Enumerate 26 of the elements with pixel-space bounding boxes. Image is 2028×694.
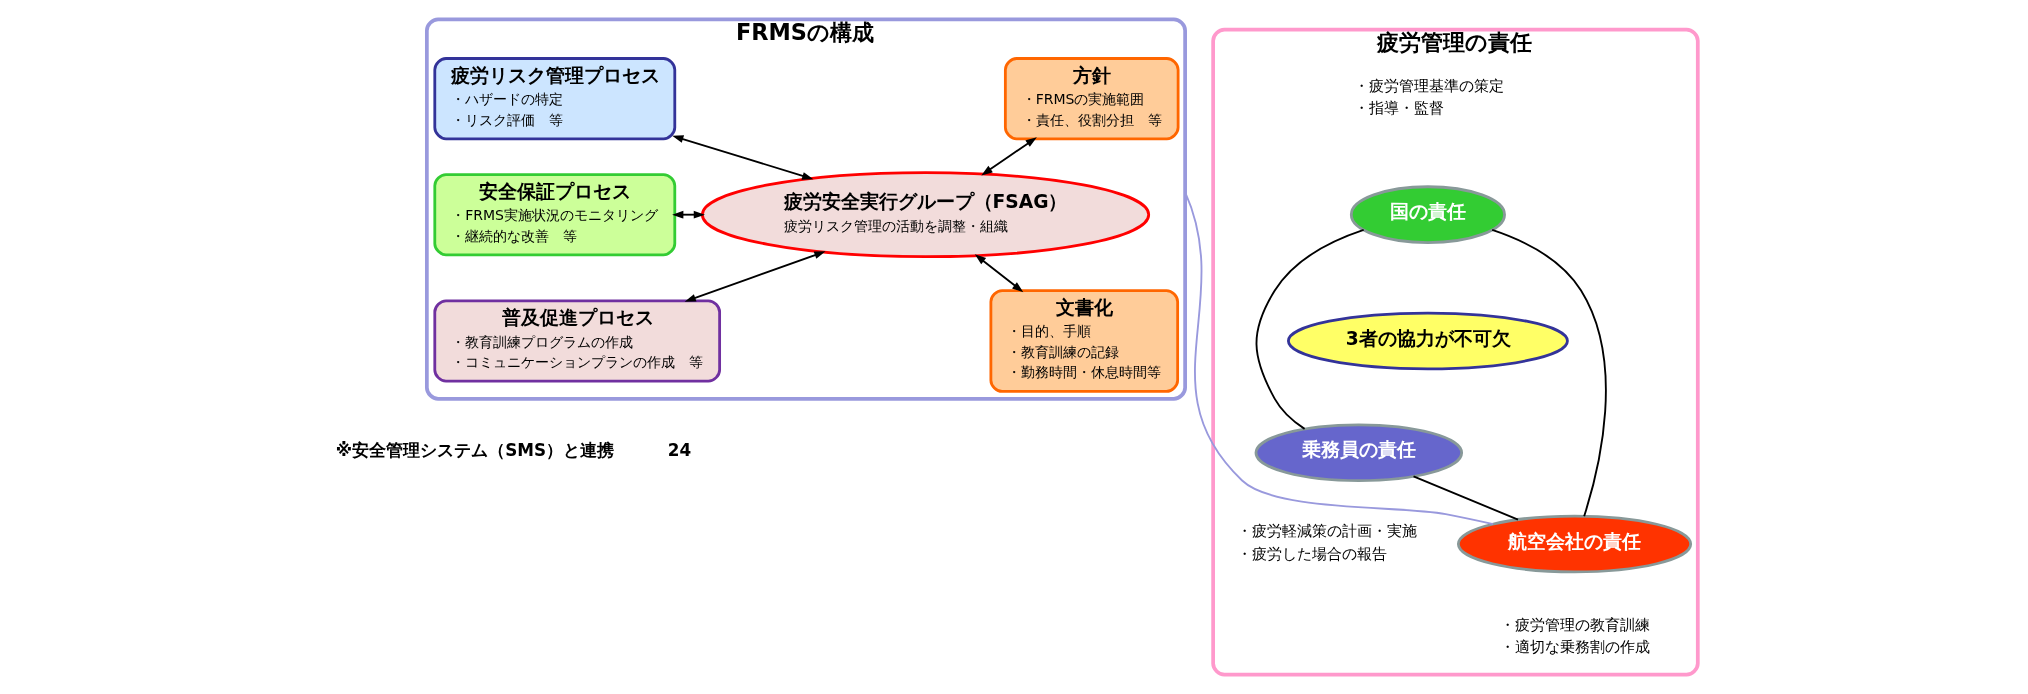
arrow [672,135,814,180]
node-label: ・疲労軽減策の計画・実施 [1237,522,1418,541]
node-ellipse: 航空会社の責任 [1456,514,1693,574]
node-box: 普及促進プロセス ・教育訓練プログラムの作成 ・コミュニケーションプランの作成 等 [433,299,721,383]
node-label: ・疲労管理基準の策定 [1354,76,1505,95]
node-label: ・指導・監督 [1354,99,1445,118]
node-label: ・疲労した場合の報告 [1237,544,1388,563]
node-box: 安全保証プロセス ・FRMS実施状況のモニタリング ・継続的な改善 等 [433,173,677,257]
label: ※安全管理システム（SMS）と連携 [335,439,615,460]
label: 24 [667,439,692,460]
node-box: 方針 ・FRMSの実施範囲 ・責任、役割分担 等 [1003,57,1180,141]
node-box: 文書化 ・目的、手順 ・教育訓練の記録 ・勤務時間・休息時間等 [989,289,1180,393]
arrow [684,251,826,302]
connector [1255,228,1365,430]
arrow [672,210,705,219]
node-label: ・疲労管理の教育訓練 [1499,615,1650,634]
arrow [974,254,1024,293]
node-box: 疲労リスク管理プロセス ・ハザードの特定 ・リスク評価 等 [433,57,677,141]
connector [1184,191,1495,525]
node-ellipse: 3者の協力が不可欠 [1287,311,1569,371]
connector [1412,475,1519,521]
node-ellipse: 乗務員の責任 [1254,423,1464,483]
node-label: ・適切な乗務割の作成 [1499,638,1650,657]
connector [1491,228,1607,518]
node-ellipse: 国の責任 [1349,185,1506,244]
arrow [981,137,1037,176]
